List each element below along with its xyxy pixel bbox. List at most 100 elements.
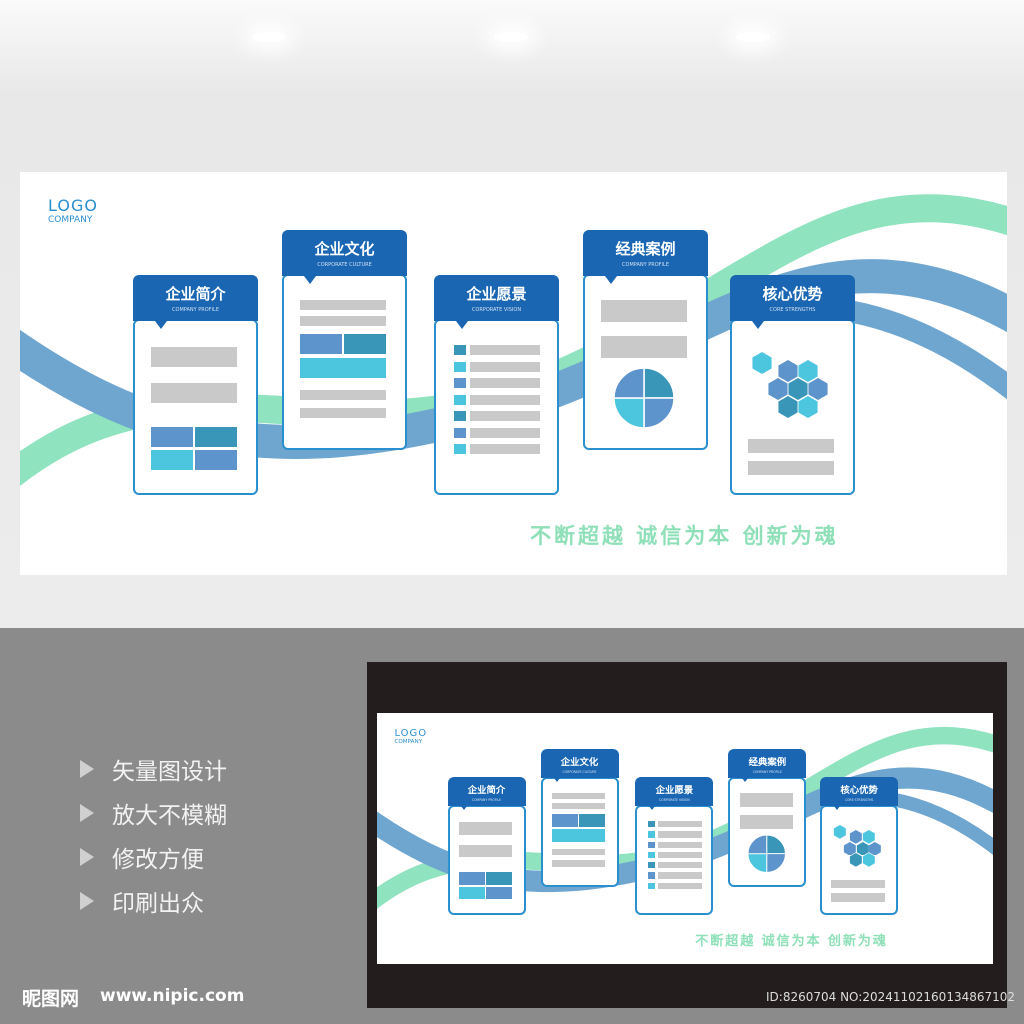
image-placeholder bbox=[579, 814, 606, 827]
logo-subtext: COMPANY bbox=[394, 738, 423, 745]
spotlight bbox=[252, 32, 286, 42]
card-title: 企业文化 bbox=[560, 757, 599, 769]
text-placeholder bbox=[748, 461, 834, 475]
card-subtitle: CORPORATE CULTURE bbox=[562, 770, 597, 775]
text-placeholder bbox=[300, 316, 386, 326]
image-placeholder bbox=[551, 829, 606, 842]
bullet-marker bbox=[454, 427, 466, 438]
hexagon bbox=[834, 825, 847, 840]
card-subtitle: CORE STRENGTHS bbox=[769, 307, 816, 313]
hexagon-shape bbox=[850, 852, 863, 867]
pie-slice bbox=[747, 853, 767, 873]
card-header: 核心优势 CORE STRENGTHS bbox=[730, 275, 855, 321]
bullet-marker bbox=[647, 872, 656, 879]
text-placeholder bbox=[739, 792, 794, 807]
text-placeholder bbox=[470, 378, 540, 388]
card-subtitle: COMPANY PROFILE bbox=[622, 262, 669, 268]
hexagon-shape bbox=[862, 830, 875, 845]
bullet-marker bbox=[454, 378, 466, 388]
bullet-marker bbox=[647, 851, 656, 859]
card-pointer bbox=[461, 805, 468, 810]
card-subtitle: COMPANY PROFILE bbox=[172, 307, 219, 313]
text-placeholder bbox=[551, 860, 606, 867]
ceiling bbox=[0, 0, 1024, 90]
feature-item: 印刷出众 bbox=[80, 884, 204, 918]
image-placeholder bbox=[458, 872, 485, 885]
card-subtitle: CORPORATE CULTURE bbox=[317, 262, 372, 268]
card-title: 核心优势 bbox=[762, 285, 823, 303]
text-placeholder bbox=[470, 411, 540, 421]
text-placeholder bbox=[151, 383, 237, 403]
bullet-marker bbox=[454, 361, 466, 372]
bullet-marker bbox=[454, 444, 466, 454]
hexagon bbox=[808, 378, 828, 400]
hexagon bbox=[862, 830, 875, 845]
hexagon bbox=[752, 352, 772, 374]
hexagon-shape bbox=[862, 852, 875, 867]
hexagon-shape bbox=[834, 825, 847, 840]
pie-graphic bbox=[747, 835, 786, 873]
card-pointer bbox=[304, 276, 316, 284]
hexagon bbox=[778, 360, 798, 382]
watermark-url: www.nipic.com bbox=[100, 986, 245, 1006]
bullet-marker bbox=[647, 820, 656, 828]
pie-slice bbox=[614, 368, 645, 399]
hexagon-shape bbox=[778, 360, 798, 382]
image-placeholder bbox=[486, 872, 513, 885]
image-placeholder bbox=[300, 358, 386, 378]
logo-text: LOGO bbox=[394, 727, 428, 739]
image-id: ID:8260704 NO:20241102160134867102 bbox=[766, 990, 1016, 1004]
hexagon-shape bbox=[798, 396, 818, 418]
image-placeholder bbox=[486, 886, 513, 899]
text-placeholder bbox=[657, 841, 702, 848]
pie-graphic bbox=[614, 368, 674, 428]
bullet-marker bbox=[647, 862, 656, 869]
text-placeholder bbox=[657, 820, 702, 828]
bullet-marker bbox=[454, 411, 466, 421]
hexagon-shape bbox=[844, 841, 857, 856]
card-title: 企业愿景 bbox=[466, 285, 527, 303]
hexagon bbox=[778, 396, 798, 418]
card-title: 经典案例 bbox=[748, 757, 787, 769]
image-placeholder bbox=[458, 886, 485, 899]
text-placeholder bbox=[551, 849, 606, 856]
text-placeholder bbox=[470, 361, 540, 372]
image-placeholder bbox=[195, 450, 237, 470]
text-placeholder bbox=[551, 802, 606, 810]
card-title: 企业愿景 bbox=[655, 785, 694, 797]
pie-slice bbox=[614, 397, 645, 428]
text-placeholder bbox=[831, 893, 886, 903]
slogan: 不断超越 诚信为本 创新为魂 bbox=[695, 934, 888, 950]
hexagon bbox=[850, 852, 863, 867]
hexagon bbox=[862, 852, 875, 867]
text-placeholder bbox=[657, 862, 702, 869]
play-icon bbox=[80, 848, 94, 866]
spotlight bbox=[736, 32, 770, 42]
bullet-marker bbox=[647, 882, 656, 889]
pie-slice bbox=[765, 853, 786, 873]
image-placeholder bbox=[151, 427, 193, 447]
card-subtitle: CORPORATE VISION bbox=[659, 798, 690, 803]
feature-item: 放大不模糊 bbox=[80, 796, 227, 830]
card-title: 核心优势 bbox=[840, 785, 878, 797]
hexagon-shape bbox=[752, 352, 772, 374]
card-pointer bbox=[833, 805, 840, 810]
pie-slice bbox=[643, 397, 674, 428]
bullet-marker bbox=[454, 394, 466, 405]
card-pointer bbox=[155, 321, 167, 329]
image-placeholder bbox=[151, 450, 193, 470]
text-placeholder bbox=[551, 792, 606, 800]
pie-slice bbox=[643, 368, 674, 399]
hexagon-shape bbox=[850, 830, 863, 845]
bullet-marker bbox=[647, 841, 656, 848]
card-subtitle: COMPANY PROFILE bbox=[471, 798, 502, 803]
card-subtitle: COMPANY PROFILE bbox=[752, 770, 782, 775]
hexagon bbox=[844, 841, 857, 856]
